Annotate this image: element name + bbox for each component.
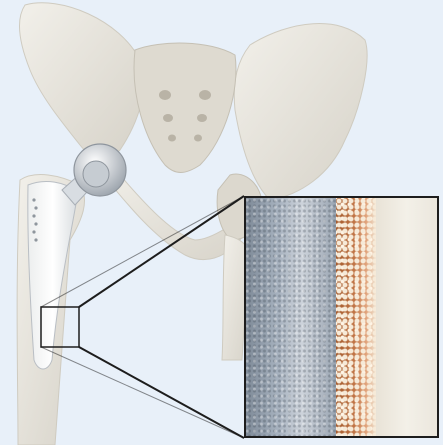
right-iliac-wing [234,24,367,200]
inset-porous-coating-layer [336,198,376,436]
inset-bone-layer [376,198,437,436]
sacrum [134,43,236,172]
inset-metal-layer [246,198,336,436]
implant-femoral-head [83,161,109,187]
callout-line-outer-bottom [41,347,244,438]
magnified-inset [244,196,439,438]
left-iliac-wing [20,3,144,159]
implant-stem [28,181,78,369]
callout-line-bottom [79,347,244,438]
